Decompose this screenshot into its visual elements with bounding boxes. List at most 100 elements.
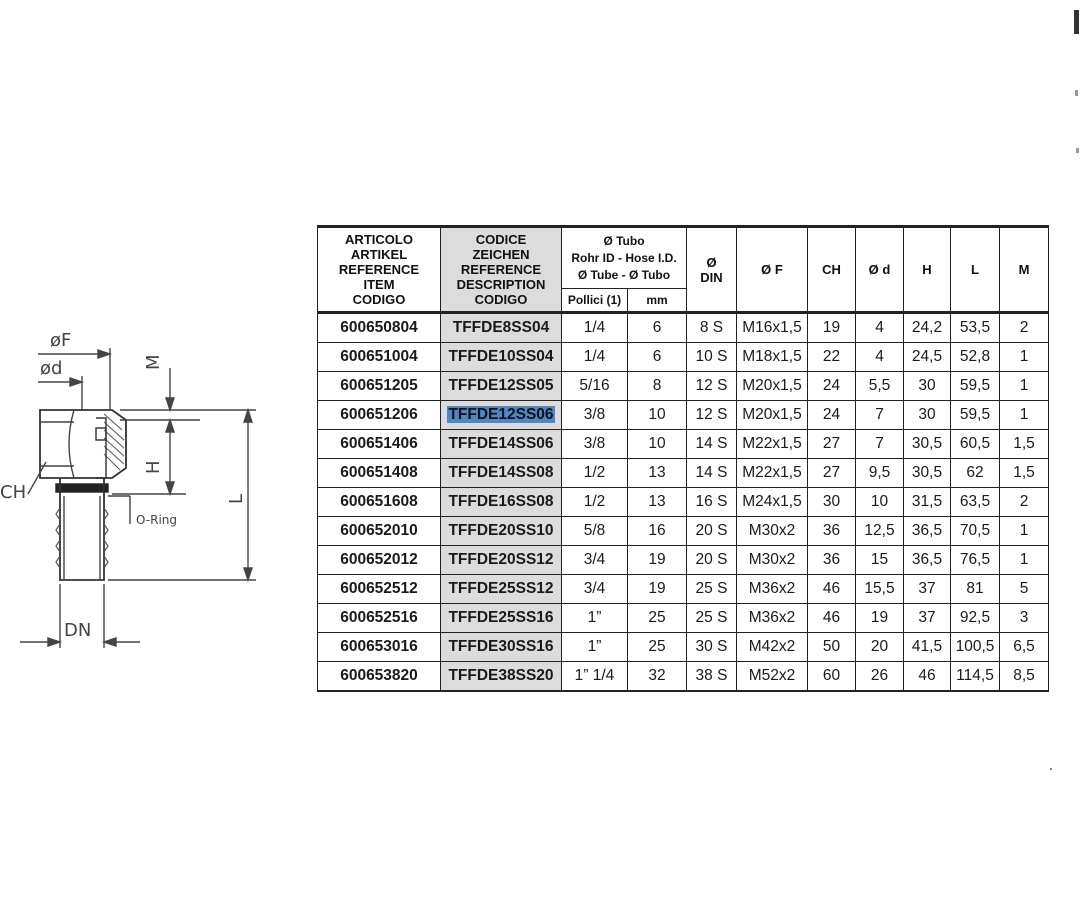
cell-pollici: 3/8 [561,429,628,459]
h-dimension-label: H [143,460,164,474]
cell-f: M22x1,5 [736,458,808,488]
cell-m: 1 [999,516,1049,546]
cell-m: 1 [999,342,1049,372]
cell-pollici: 5/16 [561,371,628,401]
cell-ch: 27 [807,458,856,488]
cell-codice-text: TFFDE14SS06 [448,435,554,452]
header-articolo: ARTICOLO ARTIKEL REFERENCE ITEM CODIGO [317,225,441,313]
edge-mark [1075,90,1078,96]
cell-m: 1 [999,371,1049,401]
cell-m: 1,5 [999,458,1049,488]
header-codice: CODICE ZEICHEN REFERENCE DESCRIPTION COD… [440,225,562,313]
cell-h: 36,5 [903,545,951,575]
cell-m: 6,5 [999,632,1049,662]
header-din: Ø DIN [686,225,737,313]
cell-f: M20x1,5 [736,371,808,401]
cell-l: 92,5 [950,603,1000,633]
cell-codice: TFFDE12SS06 [440,400,562,430]
cell-d: 10 [855,487,904,517]
header-ch: CH [807,225,856,313]
header-f: Ø F [736,225,808,313]
header-l: L [950,225,1000,313]
cell-codice: TFFDE16SS08 [440,487,562,517]
cell-m: 3 [999,603,1049,633]
cell-articolo: 600652010 [317,516,441,546]
cell-codice-text: TFFDE12SS06 [447,406,555,423]
cell-d: 15,5 [855,574,904,604]
cell-din: 8 S [686,311,737,343]
cell-ch: 46 [807,574,856,604]
d-dimension-label: ød [40,358,63,379]
f-dimension-label: øF [50,330,72,351]
cell-h: 24,5 [903,342,951,372]
cell-mm: 13 [627,487,687,517]
cell-f: M20x1,5 [736,400,808,430]
cell-l: 63,5 [950,487,1000,517]
header-codice-text: CODICE ZEICHEN REFERENCE DESCRIPTION COD… [456,232,546,307]
cell-h: 37 [903,603,951,633]
cell-f: M30x2 [736,545,808,575]
header-d: Ø d [855,225,904,313]
cell-mm: 10 [627,429,687,459]
cell-f: M16x1,5 [736,311,808,343]
header-tubo: Ø Tubo Rohr ID - Hose I.D. Ø Tube - Ø Tu… [561,225,687,289]
cell-pollici: 3/4 [561,574,628,604]
cell-l: 59,5 [950,400,1000,430]
cell-codice-text: TFFDE38SS20 [448,667,554,684]
cell-codice-text: TFFDE8SS04 [452,319,550,336]
cell-pollici: 1” [561,603,628,633]
cell-mm: 25 [627,603,687,633]
cell-codice: TFFDE14SS06 [440,429,562,459]
header-pollici: Pollici (1) [561,288,628,313]
cell-l: 62 [950,458,1000,488]
cell-mm: 6 [627,342,687,372]
cell-din: 14 S [686,458,737,488]
cell-ch: 36 [807,545,856,575]
cell-ch: 19 [807,311,856,343]
cell-d: 9,5 [855,458,904,488]
cell-f: M52x2 [736,661,808,692]
cell-codice: TFFDE10SS04 [440,342,562,372]
dn-dimension-label: DN [64,620,92,641]
cell-d: 12,5 [855,516,904,546]
cell-articolo: 600652516 [317,603,441,633]
cell-f: M36x2 [736,574,808,604]
cell-codice: TFFDE8SS04 [440,311,562,343]
cell-pollici: 1/4 [561,311,628,343]
fitting-drawing: øF ød M H L CH DN O-Ring [0,318,300,658]
edge-dot [1050,768,1052,770]
cell-h: 30,5 [903,458,951,488]
cell-h: 41,5 [903,632,951,662]
cell-din: 12 S [686,371,737,401]
cell-codice-text: TFFDE10SS04 [448,348,554,365]
cell-codice: TFFDE14SS08 [440,458,562,488]
cell-articolo: 600651004 [317,342,441,372]
cell-articolo: 600651608 [317,487,441,517]
cell-codice-text: TFFDE16SS08 [448,493,554,510]
cell-m: 2 [999,311,1049,343]
cell-codice: TFFDE12SS05 [440,371,562,401]
cell-articolo: 600652012 [317,545,441,575]
cell-codice-text: TFFDE30SS16 [448,638,554,655]
cell-mm: 32 [627,661,687,692]
cell-mm: 19 [627,545,687,575]
cell-ch: 27 [807,429,856,459]
cell-codice-text: TFFDE20SS10 [448,522,554,539]
cell-l: 114,5 [950,661,1000,692]
cell-codice: TFFDE25SS12 [440,574,562,604]
fitting-drawing-svg [20,348,256,648]
cell-din: 38 S [686,661,737,692]
cell-l: 60,5 [950,429,1000,459]
cell-ch: 30 [807,487,856,517]
cell-codice: TFFDE20SS10 [440,516,562,546]
cell-articolo: 600651406 [317,429,441,459]
